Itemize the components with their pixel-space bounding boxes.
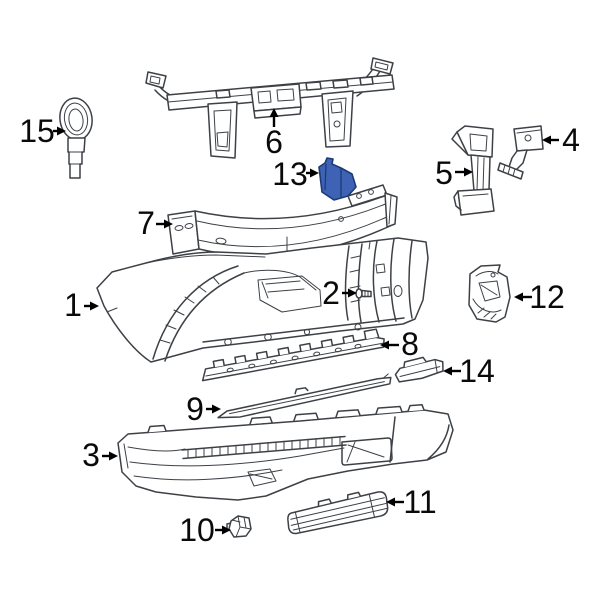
- part-14-end-strip: [394, 356, 444, 383]
- callout-7-arrow-head: [164, 219, 173, 229]
- callout-8: 8: [380, 326, 419, 362]
- callout-1-arrow-head: [90, 301, 99, 311]
- callout-12-arrow-head: [514, 292, 523, 302]
- part-5-support-bracket: [451, 125, 495, 216]
- callout-6-arrow-head: [269, 108, 279, 117]
- callout-6-label: 6: [265, 124, 283, 160]
- callout-13-label: 13: [272, 156, 308, 192]
- callout-9-label: 9: [186, 391, 204, 427]
- callout-14: 14: [443, 353, 495, 389]
- callout-1-label: 1: [64, 287, 82, 323]
- part-3-bumper-lower-cover: [117, 403, 454, 501]
- callout-9-arrow-head: [212, 404, 221, 414]
- callout-1: 1: [64, 287, 99, 323]
- callout-2-arrow-head: [348, 288, 357, 298]
- part-9-lower-molding-strip: [217, 373, 392, 419]
- callout-13-arrow-head: [310, 168, 319, 178]
- callout-14-arrow-head: [443, 366, 452, 376]
- part-13-body: [318, 157, 357, 201]
- callout-9: 9: [186, 391, 221, 427]
- callout-10-arrow-head: [222, 525, 231, 535]
- callout-12-label: 12: [529, 279, 565, 315]
- callout-5-arrow-head: [464, 167, 473, 177]
- callout-10-label: 10: [179, 512, 215, 548]
- callout-14-label: 14: [459, 353, 495, 389]
- callout-11: 11: [386, 484, 437, 520]
- callout-4: 4: [542, 122, 580, 158]
- part-11-step-pad: [287, 491, 389, 535]
- callout-11-arrow-head: [386, 497, 395, 507]
- callout-3-label: 3: [82, 437, 100, 473]
- part-4-support-bracket: [497, 125, 544, 180]
- part-15-tow-hook: [59, 97, 93, 179]
- callout-8-arrow-head: [380, 340, 389, 350]
- part-13-highlighted-bracket: [318, 157, 357, 201]
- callout-3: 3: [82, 437, 118, 473]
- part-10-retainer-clip: [226, 515, 252, 538]
- callout-2-label: 2: [322, 275, 340, 311]
- callout-15: 15: [19, 113, 66, 149]
- callout-4-label: 4: [562, 122, 580, 158]
- part-12-side-bracket: [468, 264, 511, 323]
- callout-7: 7: [137, 205, 173, 241]
- part-7-impact-bar: [167, 184, 398, 257]
- callout-10: 10: [179, 512, 231, 548]
- callout-8-label: 8: [401, 326, 419, 362]
- callout-15-label: 15: [19, 113, 55, 149]
- callout-6: 6: [265, 108, 283, 160]
- part-6-upper-mounting-bracket: [145, 57, 395, 159]
- callout-7-label: 7: [137, 205, 155, 241]
- callouts: 1 2 3 4 5 6 7: [19, 108, 580, 548]
- callout-12: 12: [514, 279, 565, 315]
- part-8-upper-molding-strip: [201, 328, 385, 382]
- callout-5: 5: [435, 155, 473, 191]
- callout-3-arrow-head: [109, 451, 118, 461]
- callout-13: 13: [272, 156, 319, 192]
- callout-4-arrow-head: [542, 135, 551, 145]
- callout-15-arrow-head: [57, 126, 66, 136]
- callout-11-label: 11: [403, 484, 436, 520]
- part-1-bumper-upper-cover: [96, 237, 429, 363]
- callout-2: 2: [322, 275, 357, 311]
- callout-5-label: 5: [435, 155, 453, 191]
